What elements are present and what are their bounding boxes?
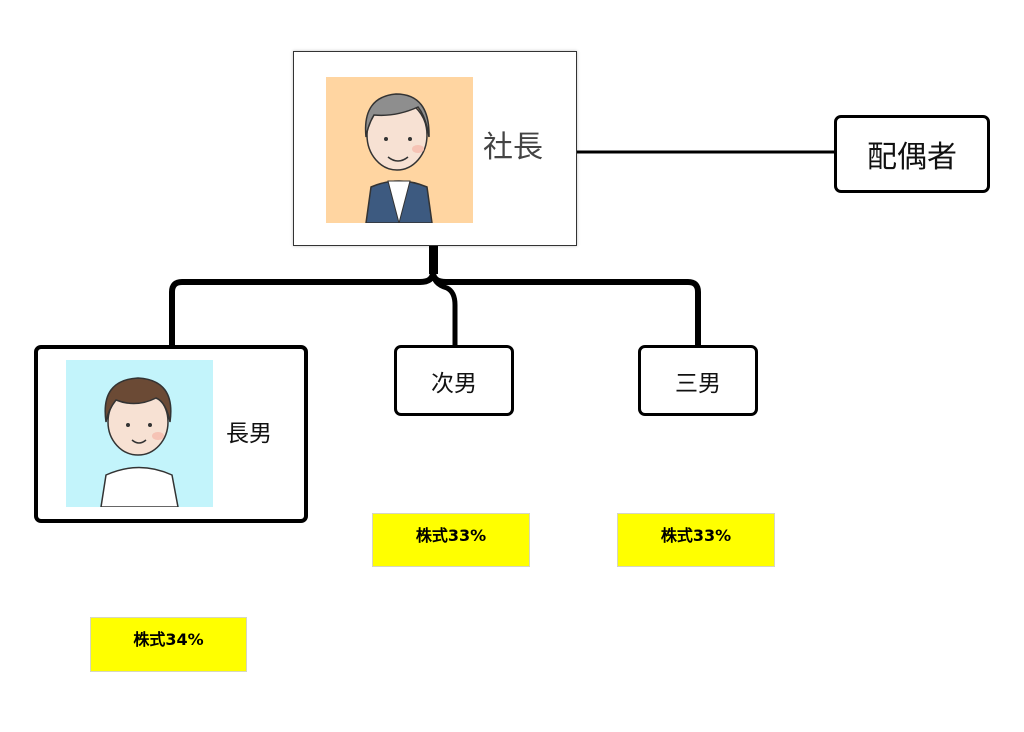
second-son-node[interactable]: 次男 bbox=[394, 345, 514, 416]
third-son-share-label: 株式33% bbox=[617, 513, 775, 567]
spouse-node[interactable]: 配偶者 bbox=[834, 115, 990, 193]
third-son-node[interactable]: 三男 bbox=[638, 345, 758, 416]
eldest-son-label: 長男 bbox=[226, 421, 272, 447]
children-connector bbox=[169, 246, 436, 345]
businessman-illustration-icon bbox=[364, 93, 433, 223]
children-connector-right bbox=[430, 246, 701, 345]
third-son-label: 三男 bbox=[675, 370, 721, 397]
eldest-son-node[interactable]: 長男 bbox=[34, 345, 308, 523]
president-avatar bbox=[326, 77, 473, 223]
trunk bbox=[429, 246, 438, 274]
spouse-label: 配偶者 bbox=[867, 140, 957, 175]
president-label: 社長 bbox=[483, 130, 543, 165]
second-son-share-label: 株式33% bbox=[372, 513, 530, 567]
second-son-label: 次男 bbox=[431, 370, 477, 397]
second-son-connector bbox=[430, 271, 458, 345]
president-node[interactable]: 社長 bbox=[293, 51, 577, 246]
eldest-son-share-label: 株式34% bbox=[90, 617, 247, 672]
eldest-son-avatar bbox=[66, 360, 213, 507]
young-man-illustration-icon bbox=[100, 377, 179, 507]
